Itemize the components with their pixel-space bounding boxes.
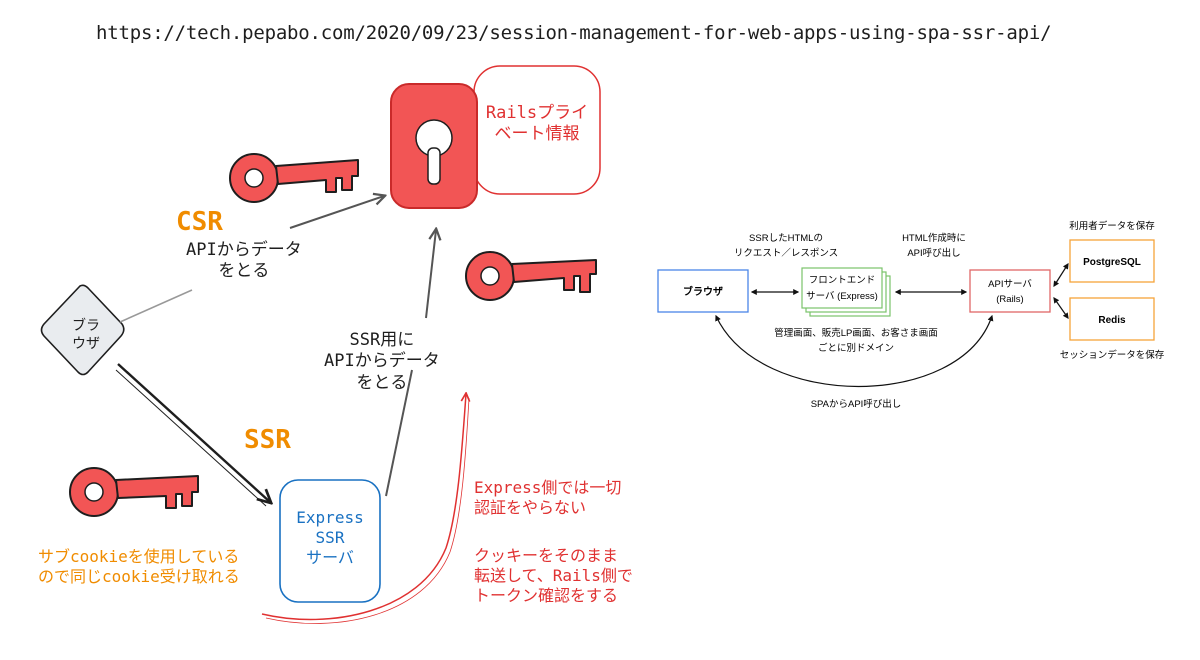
arch-ssr-label-1: SSRしたHTMLの: [749, 233, 823, 244]
csr-label: CSR: [176, 207, 223, 237]
arch-api-box: APIサーバ (Rails): [969, 269, 1051, 313]
arch-spa-curve: [715, 314, 994, 387]
express-line-1: Express: [296, 508, 364, 527]
browser-csr-line: [119, 289, 193, 323]
arch-frontend-box: フロントエンド サーバ (Express): [801, 267, 891, 317]
arch-arrow-api-postgres: [1053, 262, 1069, 288]
browser-label-line-1: ブラ: [72, 318, 100, 334]
arch-spa-label: SPAからAPI呼び出し: [811, 398, 902, 410]
csr-desc-line-1: APIからデータ: [186, 240, 302, 260]
arch-frontend-label-2: サーバ (Express): [806, 291, 878, 302]
arch-browser-label: ブラウザ: [683, 285, 723, 298]
csr-arrow: [289, 196, 384, 229]
key-icon: [465, 251, 597, 301]
ssr-desc-line-1: SSR用に: [349, 330, 415, 350]
rails-private-line-1: Railsプライ: [485, 103, 589, 123]
arch-arrow-api-redis: [1053, 297, 1069, 319]
forward-note: クッキーをそのまま 転送して、Rails側で トークン確認をする: [474, 546, 633, 606]
ssr-desc-line-3: をとる: [356, 372, 408, 393]
arch-postgres-box: PostgreSQL: [1069, 239, 1155, 283]
arch-domain-label-2: ごとに別ドメイン: [818, 342, 894, 354]
key-icon: [69, 467, 199, 517]
cookie-forward-arrow: [261, 394, 466, 621]
auth-note-line-1: Express側では一切: [474, 478, 622, 497]
arch-api-label-1: APIサーバ: [988, 279, 1032, 290]
express-line-3: サーバ: [306, 548, 354, 567]
arch-html-label-1: HTML作成時に: [902, 232, 966, 244]
keyhole-lock-icon: [390, 83, 478, 209]
ssr-desc-line-2: APIからデータ: [324, 351, 440, 372]
browser-to-express-arrow-2: [115, 369, 267, 507]
arch-redis-box: Redis: [1069, 297, 1155, 341]
forward-note-line-2: 転送して、Rails側で: [474, 566, 633, 585]
source-url[interactable]: https://tech.pepabo.com/2020/09/23/sessi…: [96, 22, 1052, 44]
cookie-note: サブcookieを使用している ので同じcookie受け取れる: [38, 547, 240, 587]
cookie-note-line-1: サブcookieを使用している: [38, 547, 240, 566]
auth-note-line-2: 認証をやらない: [474, 498, 587, 517]
ssr-label: SSR: [244, 425, 291, 455]
auth-note: Express側では一切 認証をやらない: [474, 478, 621, 518]
arch-domain-label-1: 管理画面、販売LP画面、お客さま画面: [774, 327, 938, 339]
browser-to-express-arrow: [117, 363, 270, 502]
arch-browser-box: ブラウザ: [657, 269, 749, 313]
arch-session-label: セッションデータを保存: [1060, 349, 1165, 361]
cookie-note-line-2: ので同じcookie受け取れる: [38, 567, 240, 586]
express-ssr-box: [279, 479, 381, 603]
cookie-forward-arrow-2: [265, 397, 470, 624]
arch-redis-label: Redis: [1098, 315, 1126, 326]
arch-frontend-label-1: フロントエンド: [809, 275, 876, 286]
csr-desc-line-2: をとる: [218, 261, 270, 282]
arch-user-data-label: 利用者データを保存: [1069, 220, 1155, 232]
browser-diamond: [40, 284, 125, 376]
browser-label: ブラ ウザ: [56, 318, 116, 353]
ssr-desc: SSR用に APIからデータ をとる: [324, 330, 440, 394]
arch-html-label-2: API呼び出し: [907, 247, 960, 259]
rails-private-label: Railsプライ ベート情報: [474, 103, 600, 146]
ssr-arrow: [385, 230, 436, 497]
express-ssr-label: Express SSR サーバ: [284, 508, 376, 568]
key-icon: [229, 153, 359, 203]
forward-note-line-1: クッキーをそのまま: [474, 546, 619, 565]
express-line-2: SSR: [315, 528, 345, 547]
arch-postgres-label: PostgreSQL: [1083, 257, 1141, 268]
arch-api-label-2: (Rails): [996, 294, 1023, 305]
arch-ssr-label-2: リクエスト／レスポンス: [734, 248, 838, 259]
forward-note-line-3: トークン確認をする: [474, 586, 619, 605]
browser-label-line-2: ウザ: [72, 335, 100, 352]
csr-desc: APIからデータ をとる: [186, 240, 302, 283]
rails-private-line-2: ベート情報: [494, 124, 580, 145]
